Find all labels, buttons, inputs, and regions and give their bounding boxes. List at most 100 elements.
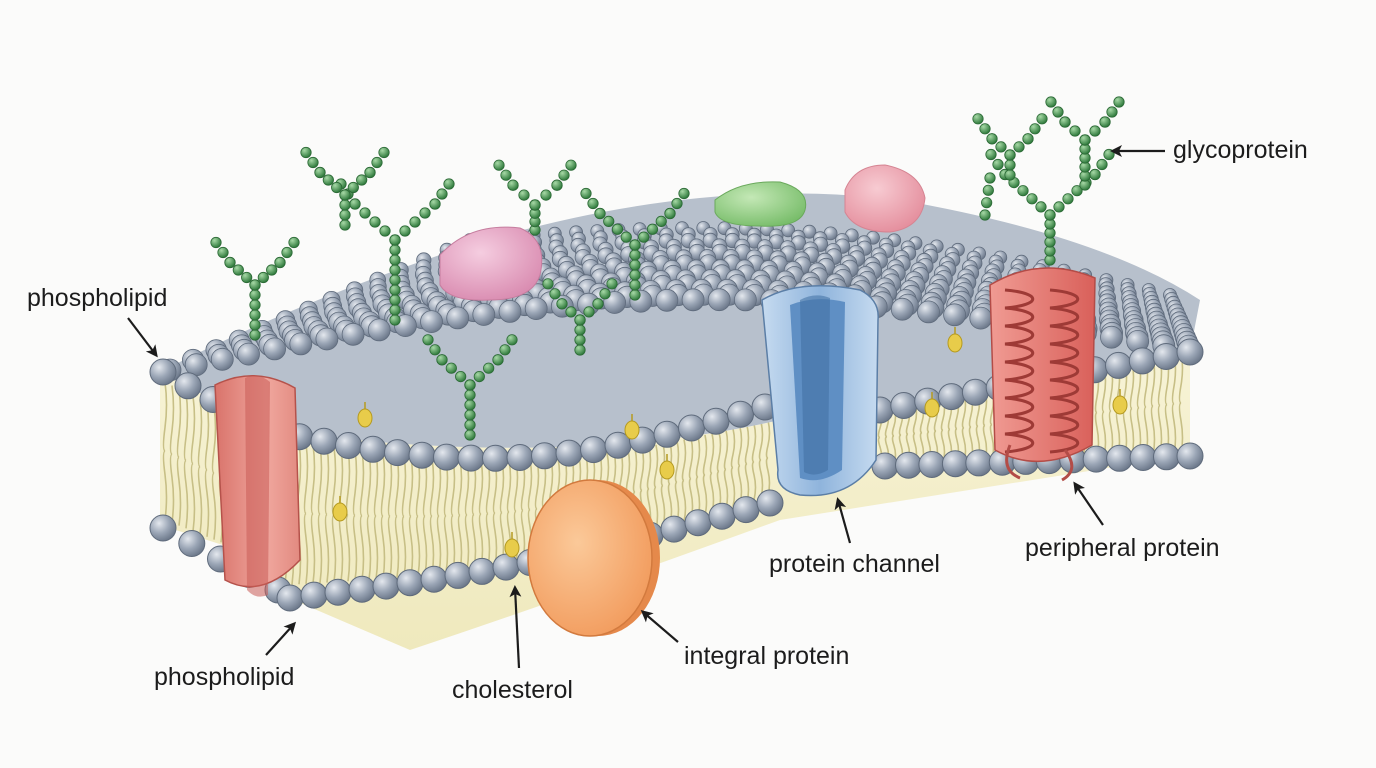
lipid-tail [492, 512, 498, 566]
phospholipid-head [1106, 444, 1134, 472]
sugar-bead [492, 354, 504, 366]
sugar-bead [389, 314, 401, 326]
alpha-helix [1004, 288, 1035, 454]
phospholipid-head [653, 420, 681, 448]
lipid-tail [331, 513, 337, 583]
sugar-bead [419, 207, 431, 219]
label-protein-channel: protein channel [769, 550, 940, 578]
lipid-tail [653, 444, 659, 489]
lipid-tail [176, 388, 182, 459]
sugar-bead [371, 156, 383, 169]
sugar-bead [629, 239, 641, 251]
arrow-cholesterol [509, 585, 522, 669]
phospholipid-head [149, 358, 177, 386]
sugar-bead [981, 197, 993, 209]
phospholipid-head [941, 450, 969, 478]
sugar-bead [429, 198, 441, 210]
lipid-tail [415, 515, 421, 576]
label-phospholipid-top: phospholipid [27, 284, 168, 312]
sugar-bead [1045, 96, 1057, 108]
sugar-bead [580, 187, 592, 200]
phospholipid-head [482, 444, 509, 472]
phospholipid-head [420, 565, 448, 593]
lipid-tail [457, 459, 463, 517]
phospholipid-head [310, 427, 338, 455]
integral-protein-disc [527, 479, 660, 637]
sugar-bead [583, 306, 595, 318]
sugar-bead [364, 166, 376, 179]
phospholipid-head [276, 584, 304, 612]
lipid-tail [373, 515, 379, 580]
lipid-tail [688, 437, 694, 480]
phospholipid-head [359, 435, 387, 463]
lipid-tail [702, 434, 708, 476]
sugar-bead [224, 256, 236, 269]
phospholipid-head [890, 392, 918, 419]
phospholipid-head [178, 530, 206, 557]
lipid-tail [408, 515, 414, 577]
lipid-tail [765, 457, 771, 496]
sugar-bead [558, 169, 570, 181]
sugar-bead [1089, 168, 1101, 181]
sugar-bead [565, 159, 577, 171]
sugar-bead [464, 409, 476, 421]
sugar-bead [1004, 169, 1016, 181]
lipid-tail [751, 461, 757, 501]
lipid-tail [317, 513, 323, 584]
cholesterol-molecule [624, 420, 640, 440]
phospholipid-head [341, 322, 365, 346]
sugar-bead [378, 146, 390, 159]
phospholipid-head [684, 509, 712, 537]
sugar-bead [1053, 201, 1065, 213]
lipid-tail [744, 463, 750, 503]
sugar-bead [493, 159, 505, 171]
protein-channel-shape [761, 285, 879, 497]
sugar-bead [339, 209, 351, 221]
lipid-tail [204, 469, 210, 537]
sugar-bead [307, 156, 319, 169]
lipid-tail [408, 456, 414, 518]
lipid-tail [674, 481, 680, 524]
sugar-bead [620, 231, 632, 243]
sugar-bead [266, 264, 278, 276]
lipid-tail [359, 451, 365, 517]
lipid-tail [162, 381, 168, 452]
sugar-bead [574, 324, 586, 336]
lipid-tail [443, 515, 449, 573]
lipid-tail [422, 515, 428, 575]
lipid-tail [674, 440, 680, 483]
lipid-tail [737, 426, 743, 467]
phospholipid-head [734, 288, 757, 312]
phospholipid-head [289, 332, 313, 356]
phospholipid-head [472, 303, 496, 326]
sugar-bead [540, 189, 552, 201]
phospholipid-head [1128, 347, 1156, 375]
lipid-tail [436, 515, 442, 574]
sugar-bead [986, 133, 998, 145]
sugar-bead [331, 181, 343, 194]
phospholipid-head [918, 451, 946, 478]
sugar-bead [314, 166, 326, 179]
lipid-tail [429, 458, 435, 517]
sugar-bead [611, 223, 624, 235]
lipid-tail [723, 430, 729, 471]
sugar-bead [249, 279, 261, 291]
lipid-tail [527, 459, 533, 511]
lipid-tail [695, 436, 701, 478]
phospholipid-head [300, 581, 328, 609]
sugar-bead [1096, 158, 1108, 171]
phospholipid-head [1176, 442, 1204, 470]
sugar-bead [464, 389, 476, 401]
carbohydrate-chains [210, 96, 1125, 441]
lipid-tail [197, 399, 203, 468]
phospholipid-head [1153, 443, 1180, 471]
lipid-tail [169, 453, 175, 523]
sugar-bead [629, 289, 641, 301]
lipid-tail [183, 459, 189, 529]
lipid-tail [485, 512, 491, 567]
phospholipid-head [655, 288, 679, 312]
lipid-tail [197, 465, 203, 535]
sugar-bead [1017, 185, 1029, 197]
phospholipid-head [492, 553, 520, 581]
